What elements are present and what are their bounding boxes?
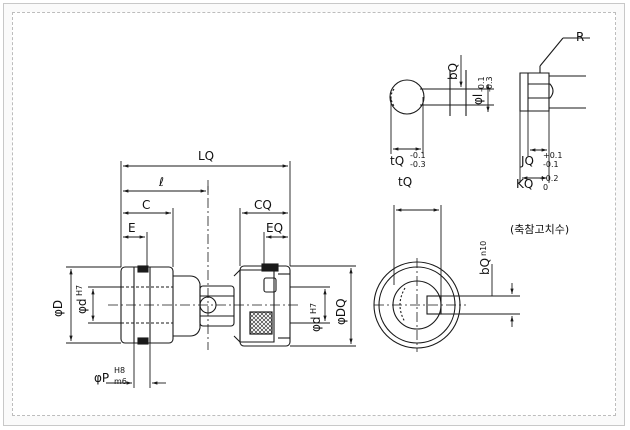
bore-dimensions <box>393 205 514 327</box>
label-JQ: JQ <box>521 154 534 168</box>
label-bQ-top: bQ <box>446 62 460 80</box>
label-bQ-side: bQ <box>478 257 492 275</box>
coupling-side-view <box>108 180 300 350</box>
label-phiD: φD <box>51 299 65 317</box>
label-phid-right-H7: H7 <box>309 302 318 314</box>
label-E: E <box>128 221 136 235</box>
label-LQ: LQ <box>198 149 215 163</box>
cross-block <box>199 285 235 327</box>
shaft-end-view <box>389 70 470 116</box>
label-KQ-tol-top: +0.2 <box>539 174 559 183</box>
knurled-area <box>249 311 273 335</box>
label-phil-tol-bot: -0.3 <box>485 76 494 92</box>
label-KQ-tol-bot: 0 <box>543 183 549 192</box>
label-tQ-bottom: tQ <box>398 175 413 189</box>
bore-end-view <box>373 258 520 352</box>
inner-frame <box>12 12 616 416</box>
right-setscrew <box>263 277 277 293</box>
label-phid-right: φd <box>309 316 323 332</box>
label-KQ: KQ <box>516 177 534 191</box>
label-tQ: tQ <box>390 154 405 168</box>
label-l: ℓ <box>159 175 164 189</box>
label-R: R <box>576 30 585 44</box>
label-C: C <box>142 198 151 212</box>
shaft-side-view <box>519 37 590 112</box>
dimension-lines <box>66 161 356 388</box>
label-shaft-reference-dims: (축참고치수) <box>510 223 570 236</box>
label-phid-left: φd <box>75 298 89 314</box>
right-yoke <box>233 269 275 343</box>
label-phiP-sub: m6 <box>114 377 127 386</box>
label-phid-left-H7: H7 <box>75 284 84 296</box>
label-phiP: φP <box>94 371 110 385</box>
label-phiP-sup: H8 <box>114 366 126 375</box>
left-yoke <box>173 275 201 337</box>
label-JQ-tol-bot: -0.1 <box>543 160 559 169</box>
label-phiDQ: φDQ <box>334 298 348 325</box>
label-EQ: EQ <box>266 221 284 235</box>
label-CQ: CQ <box>254 198 272 212</box>
label-tQ-tol-top: -0.1 <box>410 151 426 160</box>
label-bQ-side-sup: n10 <box>479 240 488 256</box>
label-JQ-tol-top: +0.1 <box>543 151 563 160</box>
shaft-dimensions <box>390 55 494 154</box>
label-phil: φl <box>471 93 485 105</box>
label-tQ-tol-bot: -0.3 <box>410 160 426 169</box>
shaft-side-dimensions <box>519 111 550 183</box>
